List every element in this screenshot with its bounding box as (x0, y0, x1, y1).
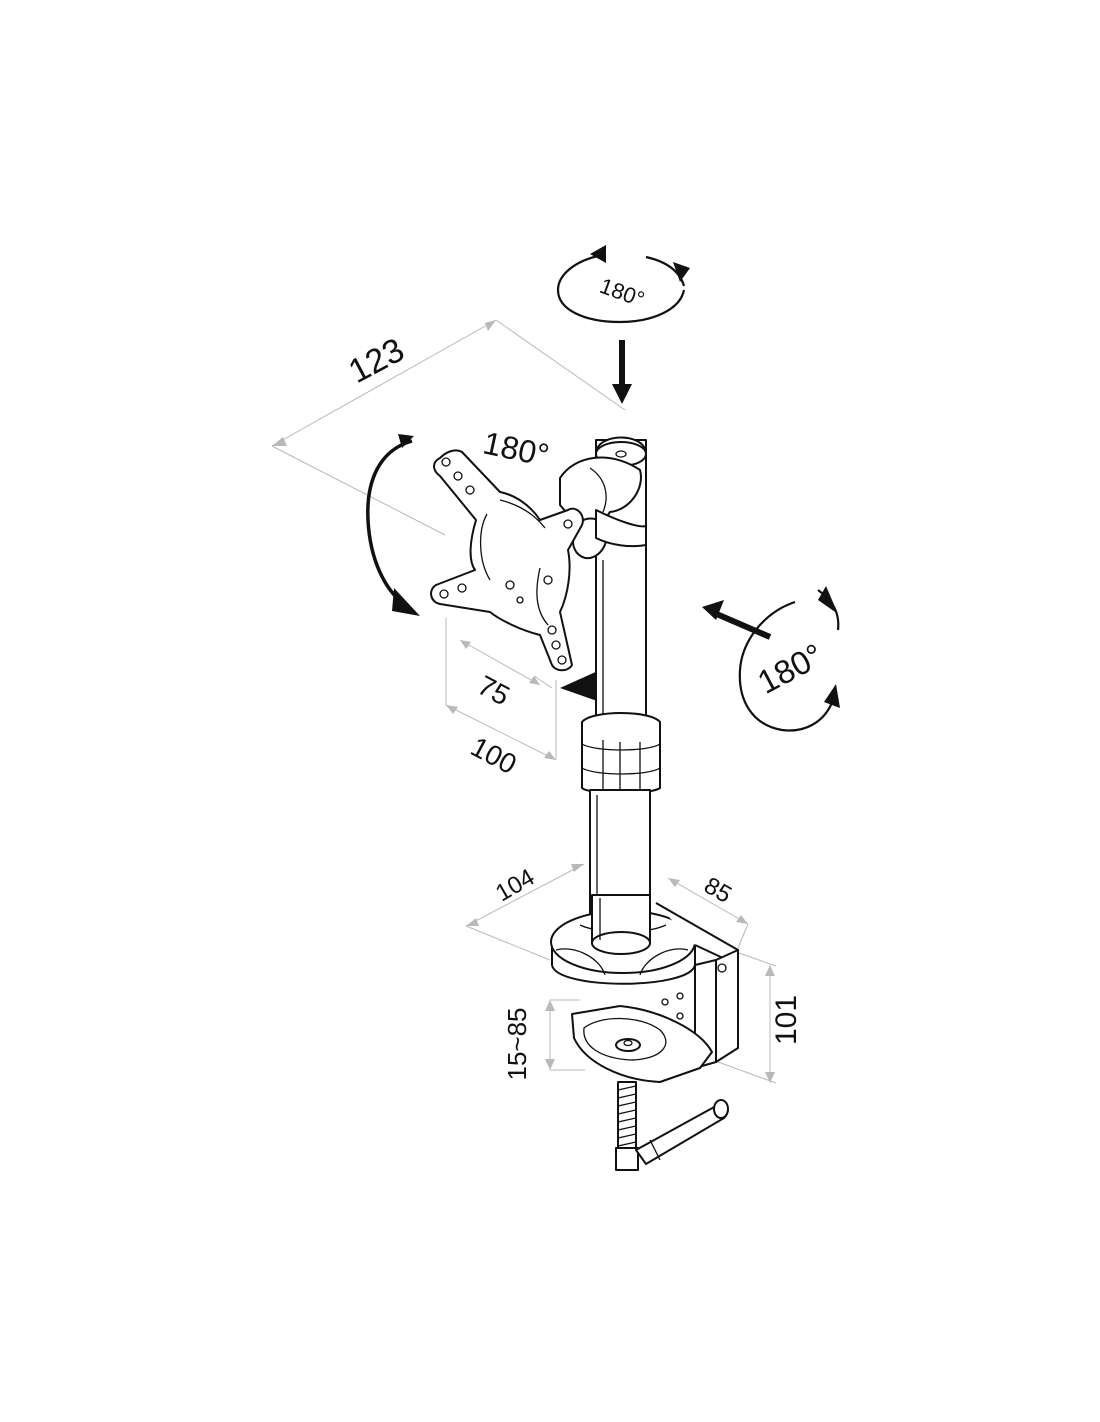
depth-dimension-label: 123 (343, 331, 411, 391)
top-rotation-label: 180° (597, 273, 648, 312)
right-rotation-label: 180° (751, 636, 829, 701)
desk-thickness-dimension-label: 15~85 (502, 1007, 532, 1080)
top-rotation-indicator (556, 245, 690, 404)
desk-clamp (571, 902, 739, 1171)
base-disc (550, 894, 696, 985)
vesa-small-dimension-label: 75 (473, 669, 515, 711)
right-rotation-indicator (702, 586, 840, 732)
clamp-height-dimension-label: 101 (770, 995, 803, 1045)
dimension-lines (271, 319, 777, 1084)
tilt-rotation-indicator (366, 434, 420, 616)
base-depth-dimension-label: 85 (699, 872, 736, 909)
base-width-dimension-label: 104 (491, 864, 539, 907)
vesa-plate (430, 449, 584, 672)
tilt-rotation-label: 180° (480, 425, 552, 474)
